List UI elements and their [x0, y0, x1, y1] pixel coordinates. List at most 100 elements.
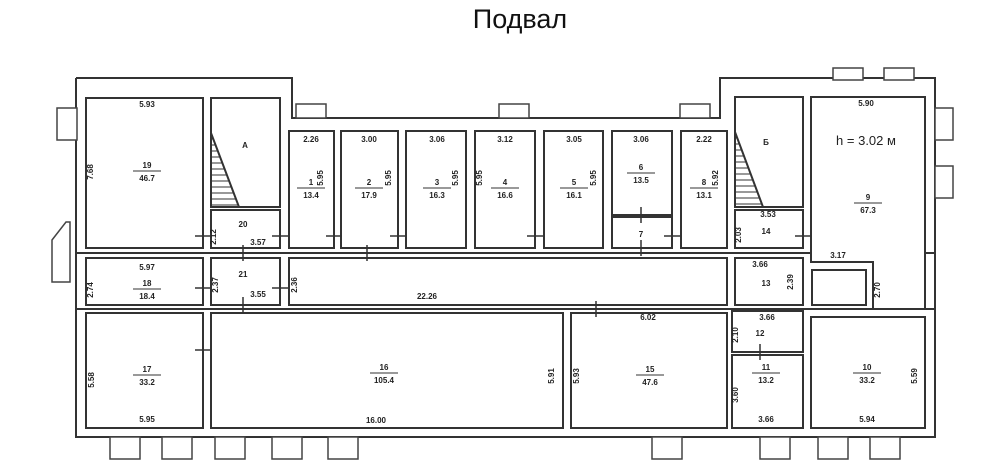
room-dimension: 6.02 — [640, 313, 656, 322]
corridor-length-label: 22.26 — [417, 292, 438, 301]
staircase-icon — [210, 132, 241, 208]
room-dimension: 3.53 — [760, 210, 776, 219]
room-2 — [340, 130, 399, 249]
room-area: 16.3 — [429, 191, 445, 200]
room-area: 67.3 — [860, 206, 876, 215]
entrance-stairs — [51, 221, 71, 283]
window — [934, 107, 954, 141]
window — [869, 436, 901, 460]
room-area: 13.4 — [303, 191, 319, 200]
room-number: А — [242, 141, 248, 150]
room-number: 18 — [143, 279, 152, 288]
room-dimension: 2.10 — [731, 327, 740, 343]
room-dimension: 3.12 — [497, 135, 513, 144]
room-number: 9 — [866, 193, 871, 202]
room-number: 7 — [639, 230, 644, 239]
room-20 — [210, 209, 281, 249]
room-number: 3 — [435, 178, 440, 187]
room-number: 21 — [239, 270, 248, 279]
room-dimension: 5.95 — [139, 415, 155, 424]
room-dimension: 5.93 — [572, 368, 581, 384]
ceiling-height-label: h = 3.02 м — [836, 133, 896, 148]
room-area: 13.2 — [758, 376, 774, 385]
room-number: 1 — [309, 178, 314, 187]
room-3 — [405, 130, 467, 249]
room-dimension: 3.60 — [731, 387, 740, 403]
room-number: 8 — [702, 178, 707, 187]
room-dimension: 2.39 — [786, 274, 795, 290]
room-dimension: 2.03 — [734, 227, 743, 243]
room-area: 17.9 — [361, 191, 377, 200]
room-dimension: 3.55 — [250, 290, 266, 299]
room-4 — [474, 130, 536, 249]
room-B — [734, 96, 804, 208]
room-dimension: 5.95 — [589, 170, 598, 186]
room-dimension: 5.92 — [711, 170, 720, 186]
room-number: 5 — [572, 178, 577, 187]
room-number: 20 — [239, 220, 248, 229]
room-number: 16 — [380, 363, 389, 372]
plan-title: Подвал — [472, 4, 568, 34]
room-area: 16.6 — [497, 191, 513, 200]
room-dimension: 5.59 — [910, 368, 919, 384]
room-dimension: 2.36 — [290, 277, 299, 293]
room-17 — [85, 312, 204, 429]
room-dimension: 2.74 — [86, 282, 95, 298]
room-number: Б — [763, 138, 769, 147]
room-dimension: 2.37 — [211, 277, 220, 293]
window — [109, 436, 141, 460]
room-number: 15 — [646, 365, 655, 374]
room-number: 13 — [762, 279, 771, 288]
staircase-icon — [734, 131, 765, 208]
room-number: 11 — [762, 363, 771, 372]
room-8 — [680, 130, 728, 249]
room-area: 33.2 — [139, 378, 155, 387]
room-dimension: 7.68 — [86, 164, 95, 180]
room-21 — [210, 257, 281, 306]
room-dimension: 5.90 — [858, 99, 874, 108]
room-19 — [85, 97, 204, 249]
room-dimension: 5.95 — [475, 170, 484, 186]
window — [759, 436, 791, 460]
room-7 — [611, 216, 673, 249]
room-dimension: 2.12 — [209, 229, 218, 245]
room-dimension: 2.26 — [303, 135, 319, 144]
room-area: 16.1 — [566, 191, 582, 200]
room-dimension: 5.95 — [316, 170, 325, 186]
room-number: 19 — [143, 161, 152, 170]
room-dimension: 5.97 — [139, 263, 155, 272]
room-number: 12 — [756, 329, 765, 338]
window — [934, 165, 954, 199]
room-12 — [731, 310, 804, 353]
room-dimension: 2.22 — [696, 135, 712, 144]
room-number: 2 — [367, 178, 372, 187]
room-dimension: 3.66 — [752, 260, 768, 269]
room-dimension: 16.00 — [366, 416, 387, 425]
room-1 — [288, 130, 335, 249]
room-dimension: 3.66 — [759, 313, 775, 322]
room-5 — [543, 130, 604, 249]
room-area: 47.6 — [642, 378, 658, 387]
window — [327, 436, 359, 460]
window — [883, 67, 915, 81]
room-9-niche — [811, 269, 867, 306]
room-dimension: 5.91 — [547, 368, 556, 384]
room-dimension: 5.58 — [87, 372, 96, 388]
room-dimension: 5.93 — [139, 100, 155, 109]
room-16 — [210, 312, 564, 429]
room-15 — [570, 312, 728, 429]
room-area: 33.2 — [859, 376, 875, 385]
room-dimension: 5.94 — [859, 415, 875, 424]
room-14 — [734, 209, 804, 249]
room-number: 6 — [639, 163, 644, 172]
room-number: 14 — [762, 227, 771, 236]
outer-wall — [75, 77, 936, 438]
window — [651, 436, 683, 460]
room-area: 46.7 — [139, 174, 155, 183]
room-dimension: 3.66 — [758, 415, 774, 424]
room-11 — [731, 354, 804, 429]
room-dimension: 3.05 — [566, 135, 582, 144]
room-area: 105.4 — [374, 376, 395, 385]
room-dimension: 5.95 — [384, 170, 393, 186]
